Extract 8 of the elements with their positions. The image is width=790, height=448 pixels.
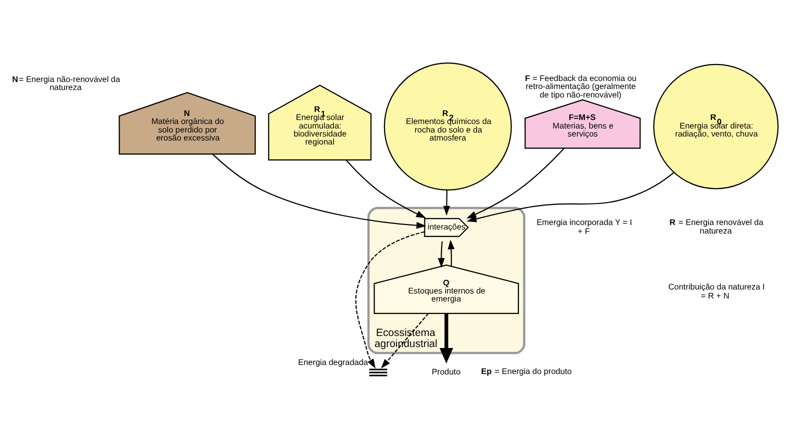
label: R = Energia renovável da natureza [669, 218, 764, 235]
node-text: Produto [432, 367, 461, 376]
label: Contribuição da natureza I = R + N [668, 282, 765, 300]
node-label: N= Energia não-renovável da natureza [12, 74, 120, 92]
node-label: Energia degradada [298, 357, 368, 366]
label: Emergia incorporada Y = I + F [536, 218, 632, 236]
node-label: Ep = Energia do produto [481, 366, 572, 376]
node-label: F = Feedback da economia ou retro-alimentação (geralmente de tipo não-renovável) [525, 73, 637, 99]
